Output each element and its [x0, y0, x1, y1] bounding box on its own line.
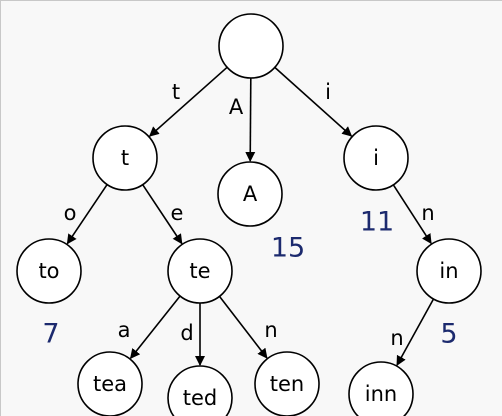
edge-label-te-ted: d — [180, 321, 193, 345]
edge-i-in — [392, 184, 432, 245]
node-t: t — [92, 125, 158, 191]
value-label-in: 5 — [440, 319, 457, 350]
edge-label-t-to: o — [64, 201, 77, 225]
node-A: A — [217, 161, 283, 227]
node-in: in — [416, 238, 482, 304]
node-circle-in — [416, 238, 482, 304]
node-label-ten: ten — [270, 372, 304, 396]
edge-label-te-ten: n — [264, 318, 277, 342]
edge-te-tea — [129, 295, 181, 359]
node-label-inn: inn — [365, 382, 397, 406]
edge-label-i-in: n — [421, 201, 434, 225]
node-circle-tea — [77, 351, 143, 416]
node-inn: inn — [348, 361, 414, 416]
edge-root-i — [274, 66, 353, 137]
node-circle-t — [92, 125, 158, 191]
node-circle-A — [217, 161, 283, 227]
node-label-tea: tea — [93, 372, 127, 396]
node-circle-inn — [348, 361, 414, 416]
edge-t-te — [142, 184, 183, 245]
edge-root-A — [245, 77, 256, 162]
node-label-A: A — [243, 182, 258, 206]
node-label-ted: ted — [183, 386, 217, 410]
node-circle-ten — [254, 351, 320, 416]
edge-label-te-tea: a — [118, 318, 131, 342]
edge-in-inn — [396, 298, 435, 366]
edge-label-t-te: e — [171, 201, 184, 225]
node-root — [218, 13, 284, 79]
edge-label-in-inn: n — [390, 326, 403, 350]
node-circle-ted — [167, 365, 233, 416]
node-te: te — [167, 238, 233, 304]
value-label-i: 11 — [360, 207, 394, 238]
value-label-A: 15 — [271, 233, 305, 264]
value-label-to: 7 — [42, 319, 59, 350]
node-label-to: to — [38, 259, 59, 283]
node-circle-i — [343, 125, 409, 191]
node-ted: ted — [167, 365, 233, 416]
node-i: i — [343, 125, 409, 191]
node-ten: ten — [254, 351, 320, 416]
node-label-t: t — [121, 146, 129, 170]
edge-te-ten — [218, 295, 268, 359]
edge-t-to — [66, 184, 108, 245]
edges-layer — [66, 66, 435, 366]
node-circle-root — [218, 13, 284, 79]
node-label-i: i — [373, 146, 379, 170]
node-to: to — [16, 238, 82, 304]
node-tea: tea — [77, 351, 143, 416]
node-circle-to — [16, 238, 82, 304]
node-label-te: te — [189, 259, 210, 283]
edge-label-root-t: t — [172, 80, 180, 104]
node-label-in: in — [439, 259, 458, 283]
edge-label-root-A: A — [229, 95, 244, 119]
node-circle-te — [167, 238, 233, 304]
edge-root-t — [148, 66, 228, 137]
edge-label-root-i: i — [325, 80, 331, 104]
